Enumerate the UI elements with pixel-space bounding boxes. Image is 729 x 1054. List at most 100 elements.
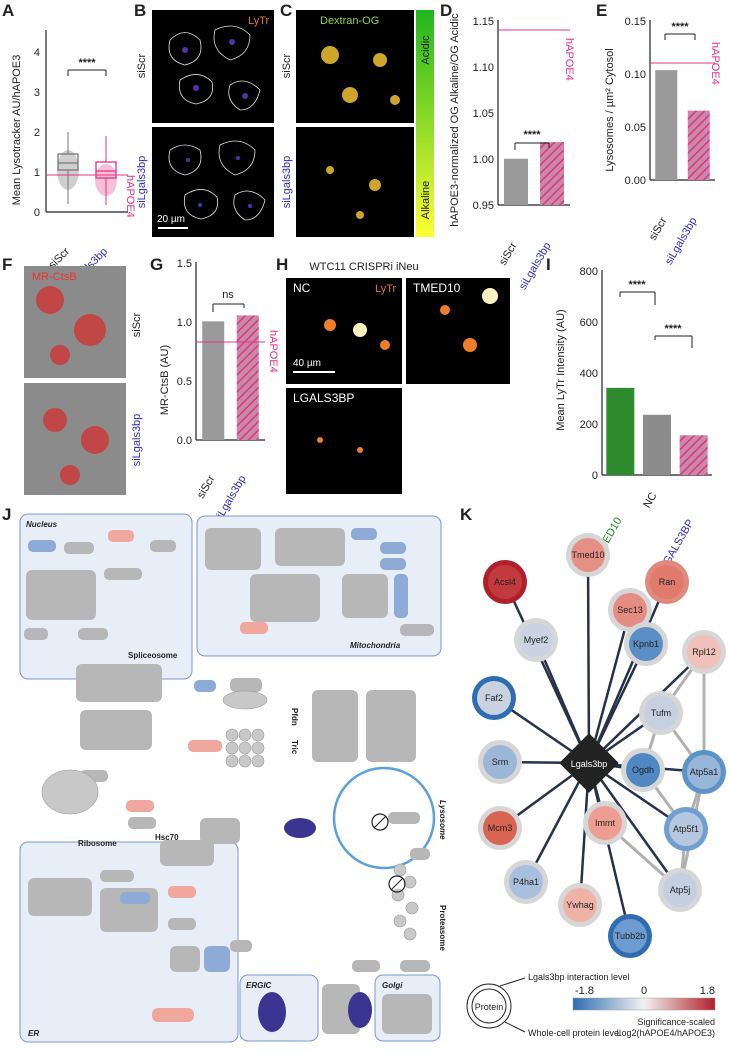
legend-whole-cell: Whole-cell protein level [528,1028,621,1038]
node-label: Immt [595,818,615,828]
node-acsl4: Acsl4 [483,560,527,604]
tick: 800 [580,266,598,278]
panel-letter-g: G [150,255,163,274]
node-immt: Immt [583,801,627,845]
panel-letter-e: E [596,1,607,20]
panel-g-ylabel: MR-CtsB (AU) [159,345,171,415]
edge-sec13 [587,609,632,764]
edge-atp5j [587,762,682,891]
node-label: Tmed10 [571,550,604,560]
panel-j: J Nucleus Mitochondria ER ERGIC Golgi Ly… [2,505,447,1043]
panel-d-bars [504,142,564,205]
cat-siscr: siScr [497,240,520,267]
cat-siscr: siScr [647,215,670,242]
node-label: Mcm3 [488,823,513,833]
micrograph-h-nc [286,278,402,384]
panel-b-row2: siLgals3bp [136,156,148,209]
panel-g-bars [202,315,259,440]
panel-c-row2: siLgals3bp [281,156,293,209]
node-label: Ran [659,577,676,587]
panel-letter-h: H [276,255,288,274]
panel-e-sig: **** [671,21,689,33]
nucleus-label: Nucleus [26,520,58,529]
node-ogdh: Ogdh [621,748,665,792]
panel-f-row2: siLgals3bp [131,414,143,467]
colorbar-bottom: Alkaline [420,181,432,220]
cat-siscr: siScr [195,473,218,500]
tick: 2 [34,127,40,139]
golgi-label: Golgi [382,981,403,990]
panel-letter-c: C [280,1,292,20]
node-sec13: Sec13 [608,588,652,632]
tick: 1.00 [473,154,494,166]
tick: 0.5 [177,376,192,388]
legend-protein: Protein [475,1002,504,1012]
node-label: Atp5a1 [690,767,719,777]
panel-letter-a: A [2,1,14,20]
node-label: P4ha1 [513,877,539,887]
panel-d-ylabel: hAPOE3-normalized OG Alkaline/OG Acidic [449,13,461,227]
node-mcm3: Mcm3 [478,806,522,850]
bar-silgals3bp [540,142,564,205]
node-label: Kpnb1 [633,639,659,649]
er-label: ER [28,1029,39,1038]
edge-ran [587,581,669,764]
node-label: Ogdh [632,765,654,775]
panel-h-lgals3bp: LGALS3BP [293,391,354,405]
node-label: Ywhag [566,900,594,910]
panel-a-ticks: 0 1 2 3 4 [34,47,40,219]
tick: 0.0 [177,435,192,447]
legend-interaction: Lgals3bp interaction level [528,972,630,982]
node-label: Sec13 [617,605,643,615]
tick: 3 [34,87,40,99]
panel-c-title: Dextran-OG [320,15,379,27]
mito-label: Mitochondria [350,641,401,650]
panel-a: A Mean Lysotracker AU/hAPOE3 0 1 2 3 4 *… [2,1,136,291]
node-label: Tufm [651,708,671,718]
panel-i: I Mean LyTr Intensity (AU) 0 200 400 600… [546,255,712,572]
node-label: Rpl12 [692,647,716,657]
panel-g-sig: ns [222,289,234,301]
panel-a-ref: hAPOE4 [124,175,136,218]
node-atp5a1: Atp5a1 [682,750,726,794]
node-ran: Ran [645,560,689,604]
micrograph-f-siscr [24,266,126,378]
micrograph-b-silgals3bp [152,127,274,237]
colorbar-label-2: Log2(hAPOE4/hAPOE3) [616,1028,715,1038]
node-myef2: Myef2 [514,618,558,662]
panel-c-row1: siScr [281,53,293,78]
node-label: Srm [492,757,509,767]
panel-letter-k: K [460,505,473,524]
panel-f-title: MR-CtsB [32,271,77,283]
network-center-label: Lgals3bp [571,759,608,769]
panel-g: G MR-CtsB (AU) 0.0 0.5 1.0 1.5 hAPOE4 ns… [150,255,279,525]
node-label: Myef2 [524,635,549,645]
tick: 0 [592,470,598,482]
panel-d-sig: **** [523,129,541,141]
machinery-shapes [41,690,419,941]
panel-e-ref-label: hAPOE4 [709,42,721,85]
tick: 1.15 [473,16,494,28]
lysosome-label: Lysosome [438,800,447,840]
tick: 1.10 [473,62,494,74]
panel-i-bars [606,387,708,475]
degradation-icon [371,813,389,831]
tick: 0 [34,207,40,219]
hsc70-label: Hsc70 [155,833,179,842]
panel-g-ref-label: hAPOE4 [267,330,279,373]
node-faf2: Faf2 [472,676,516,720]
panel-i-sig1: **** [628,279,646,291]
ergic-label: ERGIC [246,981,272,990]
node-kpnb1: Kpnb1 [624,622,668,666]
spliceosome-label: Spliceosome [128,651,178,660]
tick: 1 [34,167,40,179]
ribosome-label: Ribosome [78,839,117,848]
panel-i-ylabel: Mean LyTr Intensity (AU) [555,309,567,430]
bar-silgals3bp [687,110,710,180]
panel-h-tmed10: TMED10 [413,281,461,295]
node-tufm: Tufm [639,691,683,735]
node-p4ha1: P4ha1 [504,860,548,904]
node-atp5f1: Atp5f1 [664,807,708,851]
panel-a-ylabel: Mean Lysotracker AU/hAPOE3 [11,55,23,206]
